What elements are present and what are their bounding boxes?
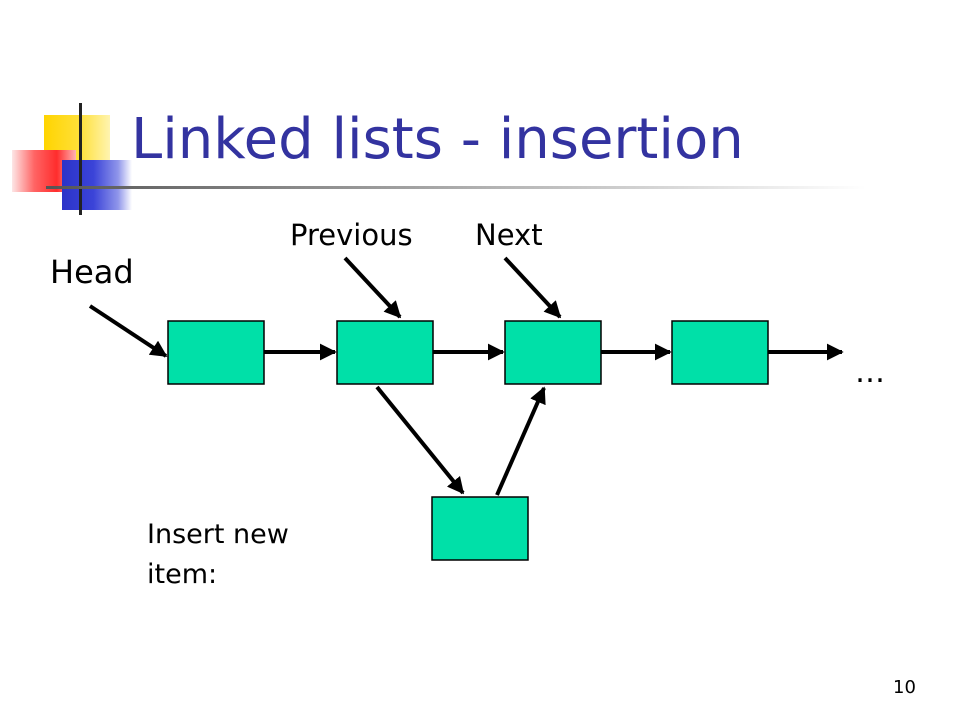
- list-node-previous: [336, 320, 434, 385]
- title-underline: [46, 186, 866, 189]
- ellipsis-label: …: [855, 355, 885, 390]
- new-item-to-next-arrow: [495, 386, 546, 496]
- list-node-1: [167, 320, 265, 385]
- previous-label: Previous: [290, 218, 413, 252]
- insert-new-item-label: Insert new item:: [147, 519, 289, 590]
- decorative-vertical-line: [79, 103, 82, 215]
- head-label: Head: [50, 253, 134, 291]
- next-label: Next: [475, 218, 543, 252]
- decorative-blue-square: [62, 160, 132, 210]
- head-pointer-arrow: [88, 304, 168, 358]
- page-number: 10: [893, 677, 916, 698]
- list-node-4: [671, 320, 769, 385]
- new-item-node: [431, 496, 529, 561]
- list-node-next: [504, 320, 602, 385]
- slide-title: Linked lists - insertion: [131, 107, 744, 172]
- previous-to-new-item-arrow: [375, 385, 465, 495]
- next-pointer-arrow: [503, 256, 562, 319]
- previous-pointer-arrow: [343, 256, 402, 319]
